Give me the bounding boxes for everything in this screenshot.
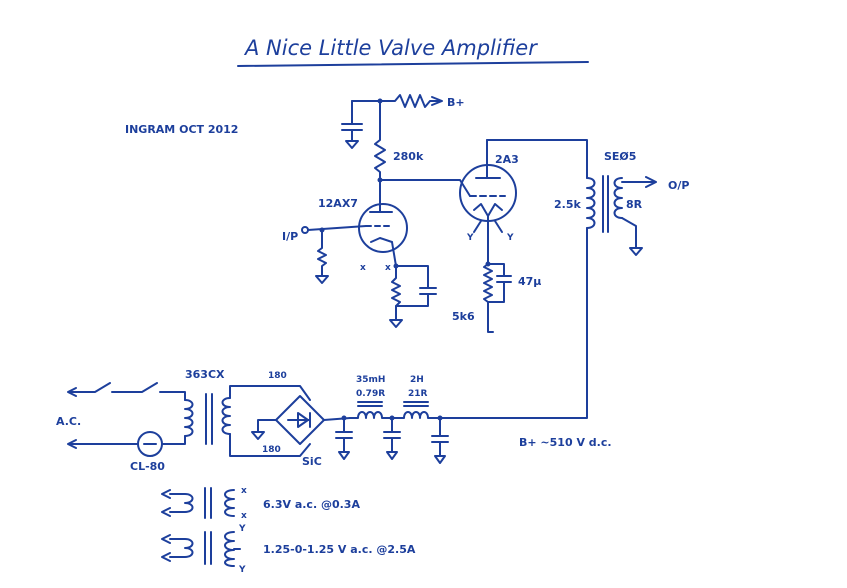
choke1-resistance-label: 0.79R [356,389,385,399]
primary-impedance-label: 2.5k [554,198,581,211]
heater2-y-label-b: Y [238,565,246,575]
cathode-resistor-label: 5k6 [452,310,475,323]
choke2-resistance-label: 21R [408,389,428,399]
bplus-supply-wire [439,227,588,419]
heater-label-x1: x [360,263,366,273]
mains-ac-label: A.C. [56,415,81,428]
junction-dot [377,177,383,183]
output-transformer-label: SEØ5 [604,150,636,163]
tube-2a3 [459,139,517,233]
heater1-x-label-b: x [241,511,247,521]
tube-2a3-label: 2A3 [495,153,519,166]
diagram-title: A Nice Little Valve Amplifier [243,36,538,60]
mains-input [67,382,186,457]
input-label: I/P [282,230,298,243]
output-transformer [586,175,657,256]
power-transformer [184,385,311,457]
rectifier-label: SiC [302,455,322,468]
choke1-inductance-label: 35mH [356,375,385,385]
power-transformer-label: 363CX [185,368,225,381]
input-node [301,225,367,284]
secondary-a-label: 180 [268,371,287,381]
tube-12ax7-label: 12AX7 [318,197,358,210]
inrush-limiter-label: CL-80 [130,460,165,473]
bplus-feed-resistor [351,94,443,108]
heater-transformer-2 [161,531,241,567]
plate-resistor-label: 280k [393,150,424,163]
secondary-b-label: 180 [262,445,281,455]
cathode-network-12ax7 [389,241,437,328]
heater-transformer-1 [161,487,235,519]
heater1-rating-label: 6.3V a.c. @0.3A [263,498,360,511]
filter-network [335,401,449,464]
bplus-top-label: B+ [447,96,465,109]
heater-label-y2: Y [506,233,514,243]
interstage-wire [379,179,471,197]
bridge-rectifier [251,395,351,445]
tube-12ax7 [358,195,408,253]
title-underline [237,61,589,67]
plate-resistor [374,100,386,197]
choke2-inductance-label: 2H [410,375,424,385]
cathode-cap-label: 47μ [518,275,541,288]
bplus-dc-label: B+ ~510 V d.c. [519,436,612,449]
decoupling-capacitor [341,100,363,149]
plate-wire-2a3 [486,139,588,179]
heater2-y-label-a: Y [238,524,246,534]
heater-label-x2: x [385,263,391,273]
secondary-impedance-label: 8R [626,198,643,211]
cathode-network-2a3 [483,215,512,333]
output-label: O/P [668,179,689,192]
heater-label-y1: Y [466,233,474,243]
author-date-label: INGRAM OCT 2012 [125,123,238,136]
heater1-x-label-a: x [241,486,247,496]
heater2-rating-label: 1.25-0-1.25 V a.c. @2.5A [263,543,416,556]
